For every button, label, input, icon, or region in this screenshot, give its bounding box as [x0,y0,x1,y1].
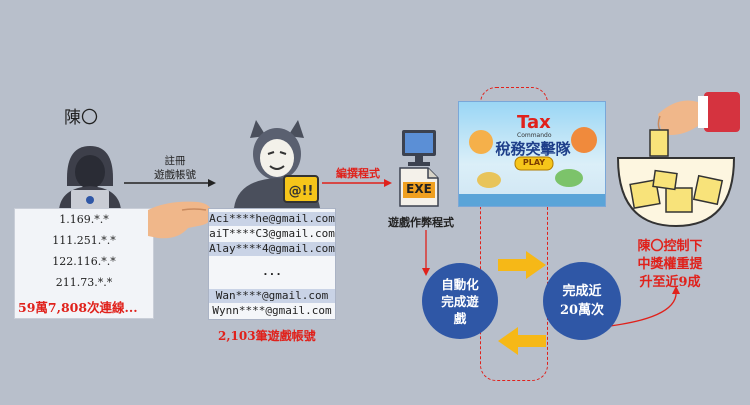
hacker-icon [59,146,121,210]
result-text: 陳〇控制下 中獎權重提 升至近9成 [637,239,703,290]
email-list-panel: Aci****he@gmail.com aiT****C3@gmail.com … [208,208,336,320]
email-row: aiT****C3@gmail.com [209,227,335,240]
ip-row: 111.251.*.* [52,234,116,247]
game-art-icon [459,127,605,206]
game-logo: Tax [517,112,551,133]
email-row: Wan****@gmail.com [209,289,335,303]
forward-arrow [498,251,546,279]
accounts-count: 2,103筆遊戲帳號 [218,329,316,343]
suspect-name: 陳〇 [64,108,98,128]
connection-total: 59萬7,808次連線... [18,300,138,315]
svg-text:@!!: @!! [289,184,314,199]
write-program-arrow [322,179,392,187]
ellipsis: ... [262,265,282,278]
email-row: Wynn****@gmail.com [212,304,332,317]
game-title: 稅務突擊隊 [495,140,571,158]
email-row: Aci****he@gmail.com [209,212,335,226]
dashed-frame [480,87,548,381]
ip-list-panel: 1.169.*.* 111.251.*.* 122.116.*.* 211.73… [14,208,154,319]
game-screenshot: Tax Commando 稅務突擊隊 PLAY [458,101,606,207]
register-label: 註冊 遊戲帳號 [154,155,196,181]
game-logo-sub: Commando [517,132,552,139]
play-button: PLAY [522,158,546,167]
ip-row: 211.73.*.* [55,276,113,289]
cheat-program-label: 遊戲作弊程式 [388,216,454,229]
back-arrow [498,327,546,355]
register-arrow [124,179,216,187]
computer-exe-icon [399,130,439,207]
ip-row: 122.116.*.* [52,255,116,268]
auto-complete-circle: 自動化 完成遊 戲 [422,263,498,339]
exe-label: EXE [406,182,432,196]
email-row: Alay****4@gmail.com [209,242,335,256]
lottery-bowl-icon [616,92,740,228]
write-program-label: 編撰程式 [336,167,380,180]
completion-count-circle: 完成近 20萬次 [543,262,621,340]
masked-person-icon: @!! [234,120,320,208]
hand-icon [148,201,212,239]
ip-row: 1.169.*.* [59,213,109,226]
